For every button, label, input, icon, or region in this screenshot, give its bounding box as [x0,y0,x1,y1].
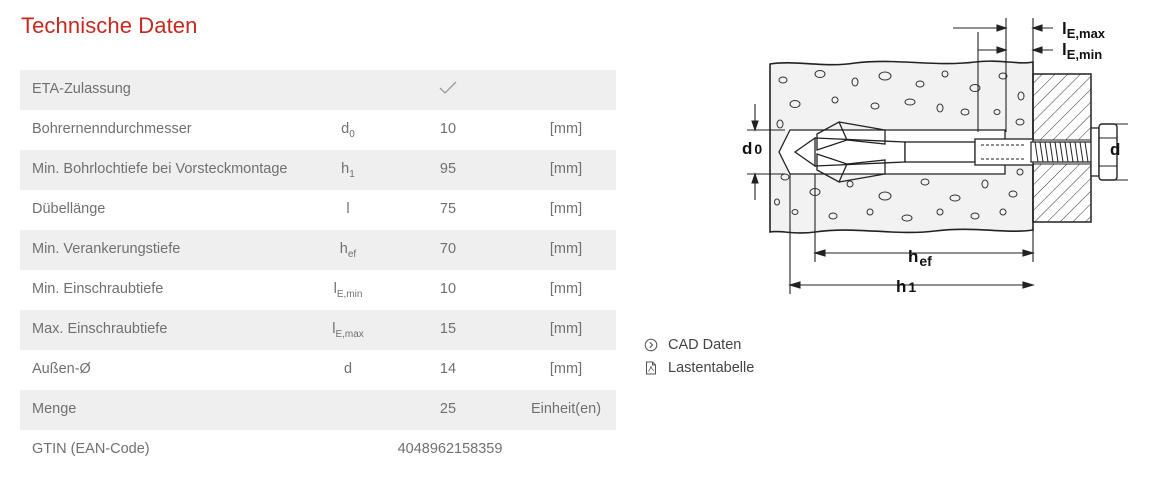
spec-table: ETA-Zulassung Bohrernenndurchmesser d0 1… [20,70,616,470]
spec-label: ETA-Zulassung [32,81,131,97]
dim-label-le-min: lE,min [1062,40,1102,62]
spec-value: 25 [439,401,457,417]
spec-symbol: d0 [341,121,355,140]
washer [1090,127,1100,177]
gtin-value: 4048962158359 [397,441,503,457]
spec-value: 75 [439,201,457,217]
dim-label-d: d [1110,140,1120,159]
anchor-body [793,121,1034,183]
spec-unit: [mm] [549,321,583,337]
spec-unit: [mm] [549,361,583,377]
spec-label: Max. Einschraubtiefe [32,321,168,337]
spec-row-le-max: Max. Einschraubtiefe lE,max 15 [mm] [20,310,616,350]
spec-label: Bohrernenndurchmesser [32,121,192,137]
load-table-label: Lastentabelle [668,359,755,376]
spec-symbol: h1 [341,161,355,180]
cad-data-link[interactable]: CAD Daten [644,333,754,356]
spec-unit: [mm] [549,161,583,177]
spec-unit: Einheit(en) [530,401,602,417]
threaded-bolt [1030,123,1118,181]
page-title: Technische Daten [21,13,198,38]
spec-value: 15 [439,321,457,337]
spec-value: 10 [439,281,457,297]
spec-row-eta: ETA-Zulassung [20,70,616,110]
spec-label: Min. Bohrlochtiefe bei Vorsteckmontage [32,161,288,177]
spec-label: Menge [32,401,77,417]
spec-value: 10 [439,121,457,137]
spec-value: 14 [439,361,457,377]
spec-value: 95 [439,161,457,177]
circle-chevron-right-icon [644,338,658,352]
spec-unit: [mm] [549,281,583,297]
spec-symbol: l [346,201,350,217]
spec-label: Min. Einschraubtiefe [32,281,164,297]
spec-row-gtin: GTIN (EAN-Code) 4048962158359 [20,430,616,470]
dim-label-le-max: lE,max [1062,19,1106,41]
spec-symbol: lE,min [333,281,363,300]
spec-label: GTIN (EAN-Code) [32,441,150,457]
download-links: CAD Daten Lastentabelle [644,333,754,379]
spec-unit: [mm] [549,201,583,217]
spec-unit: [mm] [549,241,583,257]
spec-unit: [mm] [549,121,583,137]
spec-row-le-min: Min. Einschraubtiefe lE,min 10 [mm] [20,270,616,310]
spec-row-quantity: Menge 25 Einheit(en) [20,390,616,430]
dim-label-hef: hef [908,247,932,269]
spec-label: Dübellänge [32,201,106,217]
checkmark-icon [439,81,457,99]
spec-row-h1: Min. Bohrlochtiefe bei Vorsteckmontage h… [20,150,616,190]
spec-row-length: Dübellänge l 75 [mm] [20,190,616,230]
cad-data-label: CAD Daten [668,336,742,353]
spec-label: Min. Verankerungstiefe [32,241,181,257]
spec-symbol: d [343,361,353,377]
load-table-link[interactable]: Lastentabelle [644,356,754,379]
spec-row-hef: Min. Verankerungstiefe hef 70 [mm] [20,230,616,270]
drill-hole [778,129,1006,175]
spec-symbol: lE,max [332,321,364,340]
spec-label: Außen-Ø [32,361,91,377]
pdf-file-icon [644,361,658,375]
spec-row-d0: Bohrernenndurchmesser d0 10 [mm] [20,110,616,150]
spec-symbol: hef [339,241,357,260]
spec-value: 70 [439,241,457,257]
spec-row-outer-diameter: Außen-Ø d 14 [mm] [20,350,616,390]
